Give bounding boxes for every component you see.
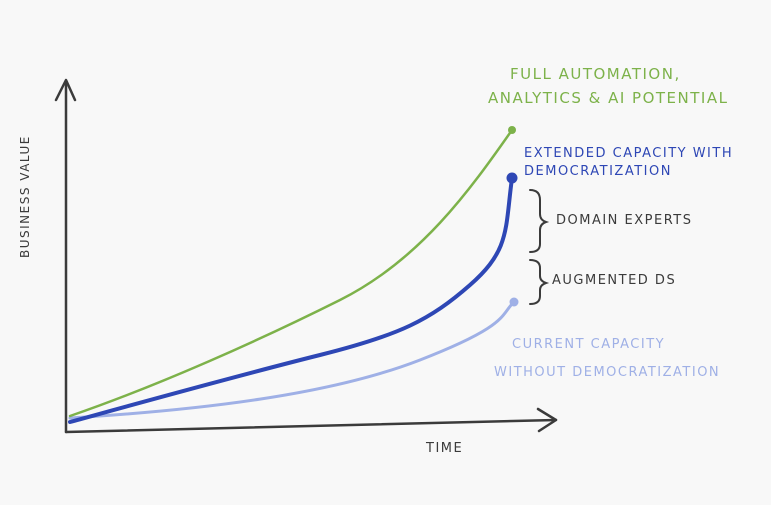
- domain-experts-label: Domain Experts: [556, 213, 693, 228]
- current-capacity-curve: [68, 300, 516, 420]
- y-axis-arrowhead: [54, 78, 77, 102]
- full-automation-curve: [68, 128, 514, 418]
- augmented-ds-label: Augmented DS: [552, 273, 677, 288]
- current-capacity-label-line2: without Democratization: [494, 365, 721, 380]
- full-automation-label-line2: Analytics & AI Potential: [488, 89, 729, 107]
- current-capacity-label-line1: Current capacity: [512, 337, 666, 352]
- extended-capacity-label-line1: Extended capacity with: [524, 146, 734, 161]
- extended-capacity-label-line2: Democratization: [524, 164, 672, 179]
- x-axis-label: Time: [426, 441, 464, 456]
- full-automation-endpoint: [508, 126, 516, 134]
- extended-capacity-endpoint: [506, 172, 518, 184]
- domain-experts-brace: [529, 189, 550, 253]
- x-axis: [64, 418, 558, 434]
- x-axis-arrowhead: [536, 407, 558, 433]
- full-automation-label-line1: Full Automation,: [510, 65, 681, 83]
- augmented-ds-brace: [529, 259, 550, 305]
- extended-capacity-curve: [68, 176, 514, 424]
- current-capacity-endpoint: [509, 297, 519, 307]
- y-axis-label: Business Value: [18, 135, 32, 258]
